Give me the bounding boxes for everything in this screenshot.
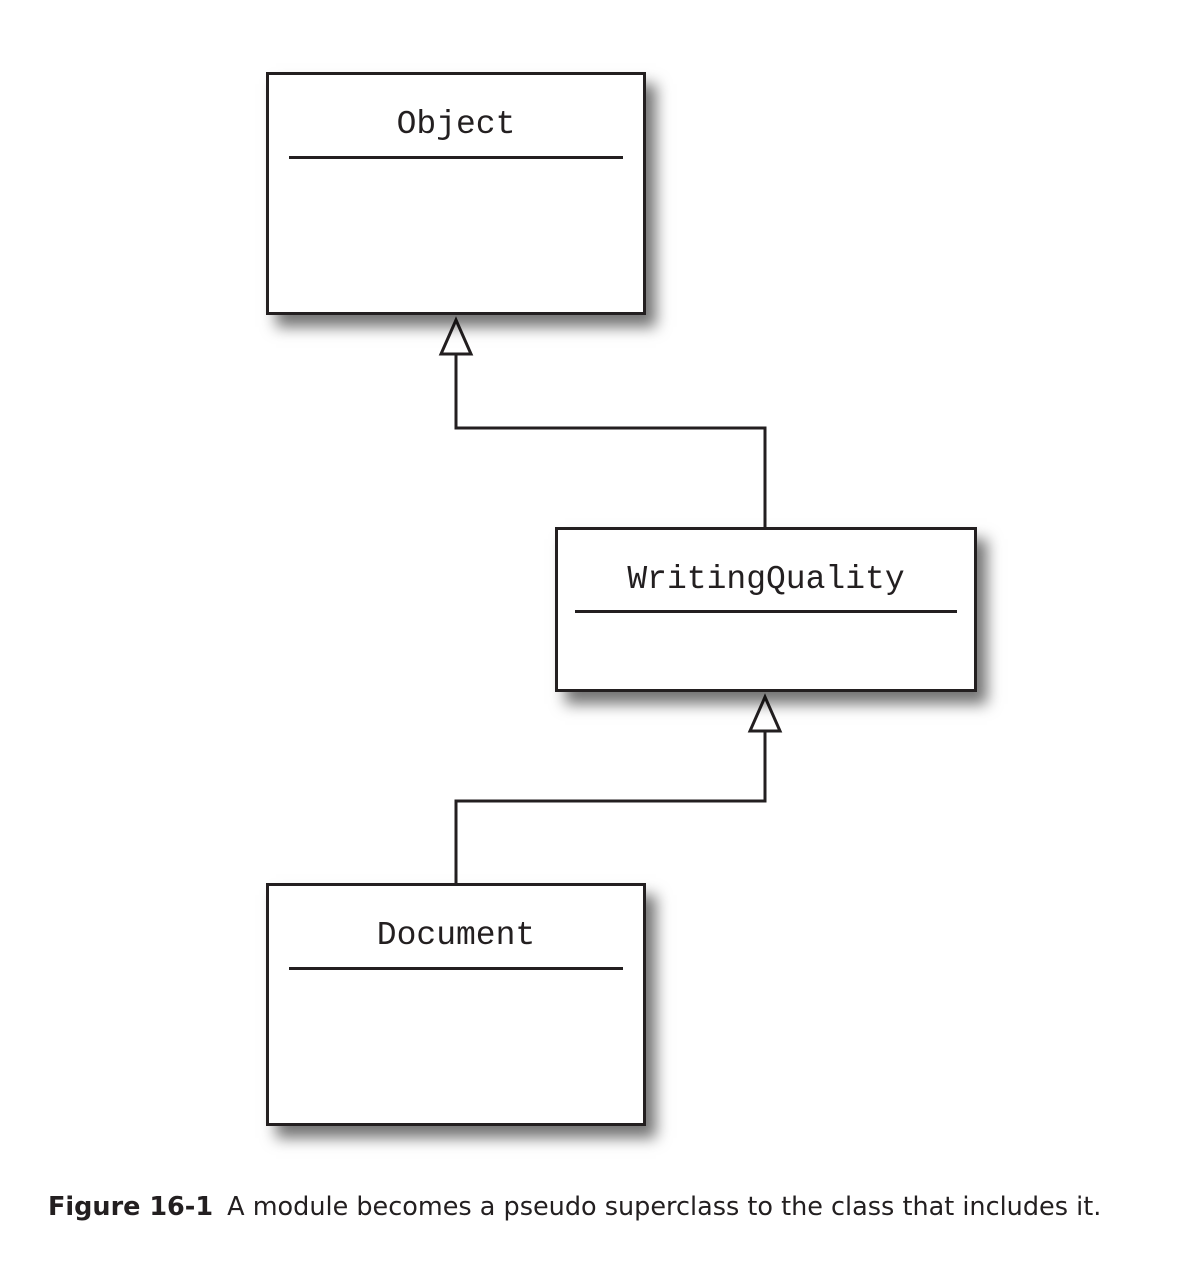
class-box-document: Document xyxy=(266,883,646,1126)
class-divider xyxy=(575,610,957,613)
generalization-arrowhead-writingquality xyxy=(747,693,783,733)
figure-caption: Figure 16-1 A module becomes a pseudo sup… xyxy=(48,1192,1101,1222)
connector-writingquality-to-object xyxy=(454,352,767,527)
class-box-writing-quality: WritingQuality xyxy=(555,527,977,692)
class-divider xyxy=(289,156,623,159)
class-box-object: Object xyxy=(266,72,646,315)
figure-caption-text: A module becomes a pseudo superclass to … xyxy=(227,1192,1102,1222)
class-divider xyxy=(289,967,623,970)
connector-document-to-writingquality xyxy=(454,730,767,883)
class-name-writing-quality: WritingQuality xyxy=(627,561,905,598)
class-name-object: Object xyxy=(396,106,516,143)
class-name-document: Document xyxy=(376,917,536,954)
generalization-arrowhead-object xyxy=(438,316,474,356)
figure-label: Figure 16-1 xyxy=(48,1192,214,1222)
